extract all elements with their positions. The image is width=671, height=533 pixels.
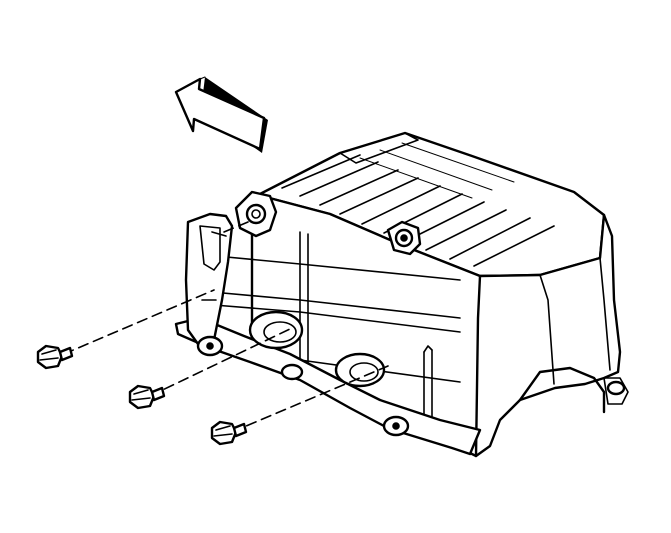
bolt-icon — [36, 344, 74, 370]
bolt-icon — [210, 420, 248, 446]
housing — [174, 131, 629, 458]
alignment-lines — [63, 221, 389, 433]
bolt-icon — [128, 384, 166, 410]
direction-arrow-icon — [174, 76, 268, 153]
